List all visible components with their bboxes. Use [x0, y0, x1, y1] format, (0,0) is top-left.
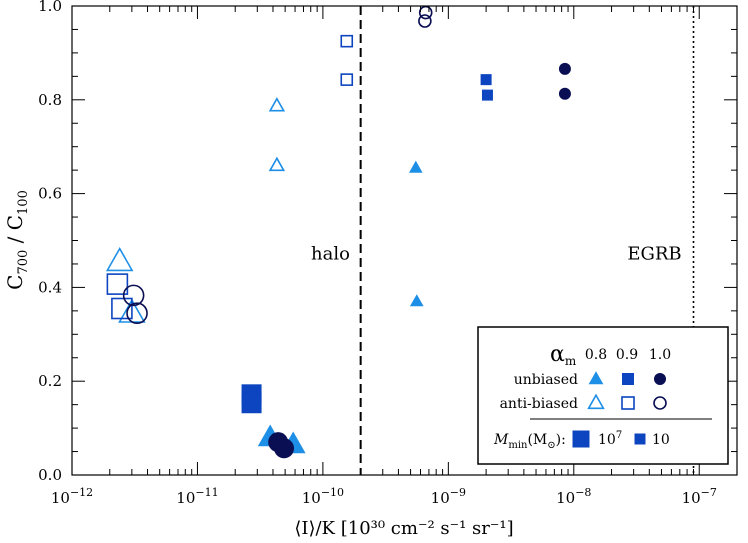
legend-marker-mass-1e7: [572, 430, 590, 448]
point-square-open: [106, 273, 129, 295]
annotation-halo: halo: [311, 243, 350, 264]
point-circle-open: [126, 302, 148, 324]
point-triangle-open: [105, 246, 134, 272]
legend-mass-1e10: 10: [652, 432, 670, 448]
legend-marker-unbiased-square: [622, 373, 634, 385]
y-tick-label: 0.0: [38, 466, 62, 484]
legend-alpha-0-9: 0.9: [616, 347, 638, 363]
tick-labels: 10−12 10−11 10−10 10−9 10−8 10−7 0.0 0.2 0.4 0.6 0…: [38, 0, 717, 507]
y-tick-label: 1.0: [38, 0, 62, 15]
data-points: [105, 5, 571, 459]
legend-alpha-1-0: 1.0: [649, 347, 671, 363]
legend-mass-1e7: 107: [598, 430, 622, 448]
legend-marker-unbiased-circle: [654, 373, 666, 385]
point-square-open: [340, 73, 354, 86]
x-tick-label: 10−8: [556, 486, 591, 507]
annotation-egrb: EGRB: [627, 243, 681, 264]
legend-marker-mass-1e10: [634, 433, 646, 445]
point-triangle-filled: [409, 160, 423, 173]
x-tick-label: 10−12: [51, 486, 93, 507]
point-triangle-filled: [409, 294, 424, 307]
y-tick-label: 0.8: [38, 91, 62, 109]
legend-marker-anti-biased-square: [621, 396, 635, 410]
point-square-filled: [480, 74, 492, 86]
legend-row-anti-biased: anti-biased: [500, 396, 578, 412]
x-tick-label: 10−7: [682, 486, 717, 507]
y-tick-label: 0.6: [38, 185, 62, 203]
legend-alpha-symbol: αm: [550, 342, 577, 368]
point-square-open: [111, 297, 133, 320]
y-tick-label: 0.2: [38, 372, 62, 390]
point-square-filled: [241, 393, 262, 414]
y-axis-label: C700 / C100: [3, 190, 31, 290]
legend-row-unbiased: unbiased: [514, 372, 578, 388]
legend-marker-unbiased-triangle: [588, 371, 604, 385]
legend-marker-anti-biased-triangle: [587, 393, 605, 410]
x-axis-label: ⟨I⟩/K [10³⁰ cm⁻² s⁻¹ sr⁻¹]: [294, 518, 513, 539]
x-tick-label: 10−11: [176, 486, 218, 507]
legend-markers: [572, 371, 667, 448]
legend: αm 0.8 0.9 1.0 unbiased anti-biased Mmin…: [477, 326, 729, 465]
point-circle-open: [418, 14, 432, 28]
point-triangle-open: [268, 97, 286, 112]
point-triangle-open: [268, 156, 286, 172]
legend-box: [477, 326, 729, 465]
point-circle-open: [122, 284, 145, 307]
point-square-open: [340, 34, 354, 48]
point-circle-filled: [558, 62, 571, 75]
legend-marker-anti-biased-circle: [653, 396, 667, 410]
y-tick-label: 0.4: [38, 278, 62, 296]
legend-mmin-label: Mmin(M⊙):: [493, 432, 566, 451]
x-tick-label: 10−10: [302, 486, 344, 507]
point-circle-filled: [558, 87, 571, 100]
region-annotations: halo EGRB: [311, 243, 682, 264]
axis-ticks: [71, 5, 737, 476]
x-tick-label: 10−9: [431, 486, 466, 507]
point-square-filled: [481, 89, 493, 101]
point-circle-open: [418, 5, 433, 20]
legend-alpha-0-8: 0.8: [585, 347, 607, 363]
point-circle-filled: [274, 438, 295, 459]
